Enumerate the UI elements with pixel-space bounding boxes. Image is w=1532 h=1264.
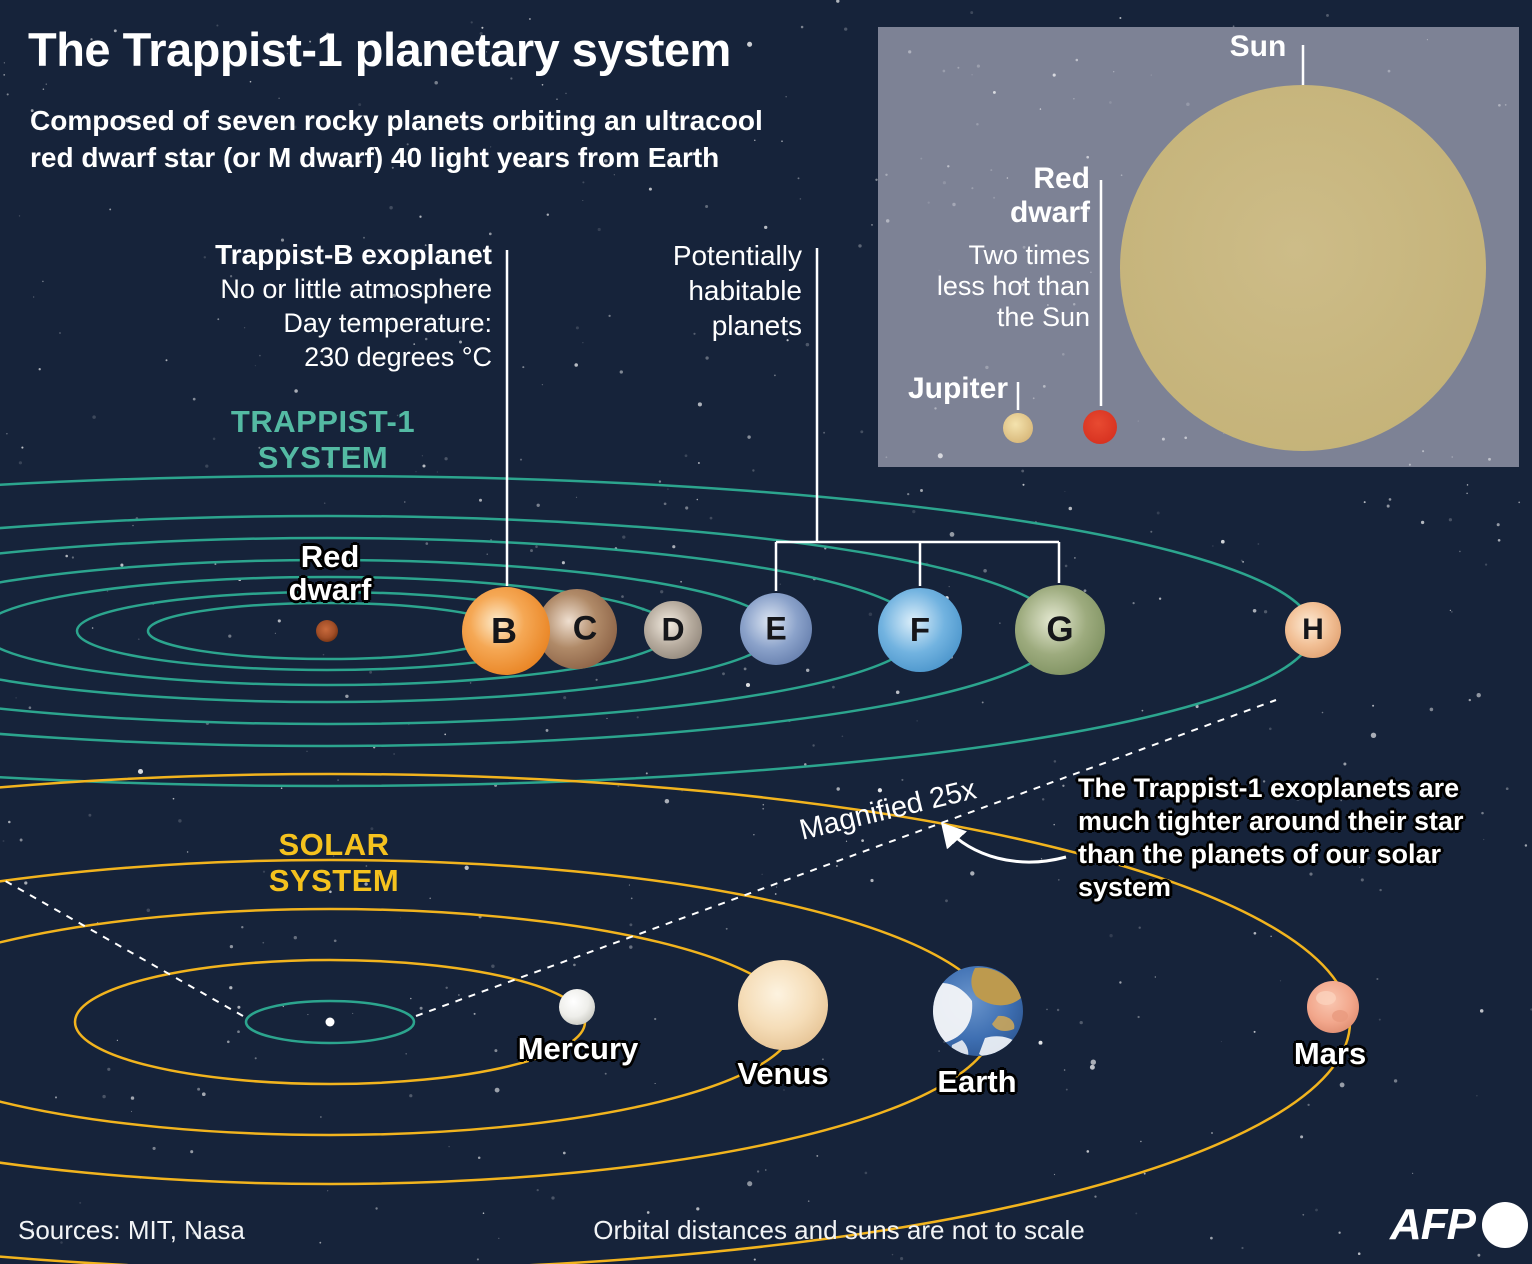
trappist-b-line-1: No or little atmosphere — [220, 274, 492, 304]
planet-c-letter: C — [572, 609, 598, 648]
trappist-b-annotation: Trappist-B exoplanet No or little atmosp… — [150, 238, 492, 374]
trappist-b-line-2: Day temperature: — [283, 308, 492, 338]
planet-mercury — [559, 989, 595, 1025]
planet-g — [1015, 585, 1105, 675]
subtitle-line-2: red dwarf star (or M dwarf) 40 light yea… — [30, 142, 720, 173]
box-red-dwarf-line-2: dwarf — [1009, 196, 1090, 229]
planet-earth — [933, 966, 1023, 1056]
box-red-dwarf-note: Two times less hot than the Sun — [906, 240, 1090, 333]
planet-f-letter: F — [909, 611, 931, 648]
habitable-line-2: habitable — [688, 275, 802, 306]
mini-trappist-ellipse — [244, 999, 416, 1045]
planet-g-letter: G — [1046, 610, 1074, 649]
red-dwarf-circle — [1083, 410, 1117, 444]
trappist-system-label-line-1: TRAPPIST-1 — [230, 404, 416, 439]
planet-b-letter: B — [491, 610, 517, 651]
mars-label: Mars — [1293, 1036, 1367, 1071]
jupiter-label: Jupiter — [907, 372, 1008, 405]
planet-e-letter: E — [765, 610, 787, 647]
box-note-line-3: the Sun — [996, 302, 1090, 332]
afp-logo-text: AFP — [1390, 1200, 1476, 1249]
planet-c — [537, 589, 617, 669]
planet-d-letter: D — [661, 611, 685, 648]
planet-mars — [1307, 981, 1359, 1033]
magnifier-arrow — [940, 822, 1067, 864]
afp-logo: AFP — [1390, 1200, 1528, 1250]
jupiter-circle — [1003, 413, 1033, 443]
planet-h-letter: H — [1302, 613, 1324, 646]
trappist-star — [316, 620, 338, 642]
afp-logo-dot-icon — [1482, 1202, 1528, 1248]
sun-label: Sun — [1229, 30, 1287, 63]
trappist-star-label-line-1: Red — [300, 539, 360, 574]
box-note-line-1: Two times — [968, 240, 1090, 270]
magnified-note-line-2: much tighter around their star — [1078, 806, 1464, 836]
planet-d — [644, 601, 702, 659]
habitable-line-1: Potentially — [672, 240, 802, 271]
habitable-annotation: Potentially habitable planets — [630, 238, 802, 343]
sun-circle — [1120, 85, 1486, 451]
magnified-note-line-3: than the planets of our solar system — [1078, 839, 1442, 902]
trappist-star-label-line-2: dwarf — [288, 572, 372, 607]
mercury-label: Mercury — [517, 1031, 639, 1066]
annotation-lines — [505, 45, 1305, 591]
mini-trappist-star-dot — [325, 1017, 335, 1027]
planet-b — [462, 587, 550, 675]
subtitle-line-1: Composed of seven rocky planets orbiting… — [30, 105, 763, 136]
earth-label: Earth — [937, 1064, 1017, 1099]
trappist-b-line-3: 230 degrees °C — [304, 342, 492, 372]
footer-note: Orbital distances and suns are not to sc… — [593, 1215, 1085, 1245]
planet-f — [878, 588, 962, 672]
habitable-line-3: planets — [711, 310, 802, 341]
magnified-note-line-1: The Trappist-1 exoplanets are — [1078, 773, 1460, 803]
planet-venus — [738, 960, 828, 1050]
planet-h — [1285, 602, 1341, 658]
magnified-note: The Trappist-1 exoplanets are much tight… — [1078, 772, 1518, 904]
trappist-star-label: Red dwarf — [268, 540, 392, 606]
trappist-b-title: Trappist-B exoplanet — [215, 239, 492, 270]
trappist-system-label-line-2: SYSTEM — [257, 440, 389, 475]
solar-system-label: SOLAR SYSTEM — [268, 827, 400, 898]
box-note-line-2: less hot than — [936, 271, 1090, 301]
footer-sources: Sources: MIT, Nasa — [18, 1215, 245, 1245]
box-red-dwarf-label: Red dwarf — [988, 162, 1090, 230]
planet-e — [740, 593, 812, 665]
magnifier-dashed-lines — [0, 699, 1277, 1017]
trappist-system-label: TRAPPIST-1 SYSTEM — [228, 404, 418, 476]
venus-label: Venus — [737, 1056, 829, 1091]
page-subtitle: Composed of seven rocky planets orbiting… — [30, 102, 763, 176]
page-title: The Trappist-1 planetary system — [28, 23, 731, 76]
box-red-dwarf-line-1: Red — [1033, 162, 1090, 195]
